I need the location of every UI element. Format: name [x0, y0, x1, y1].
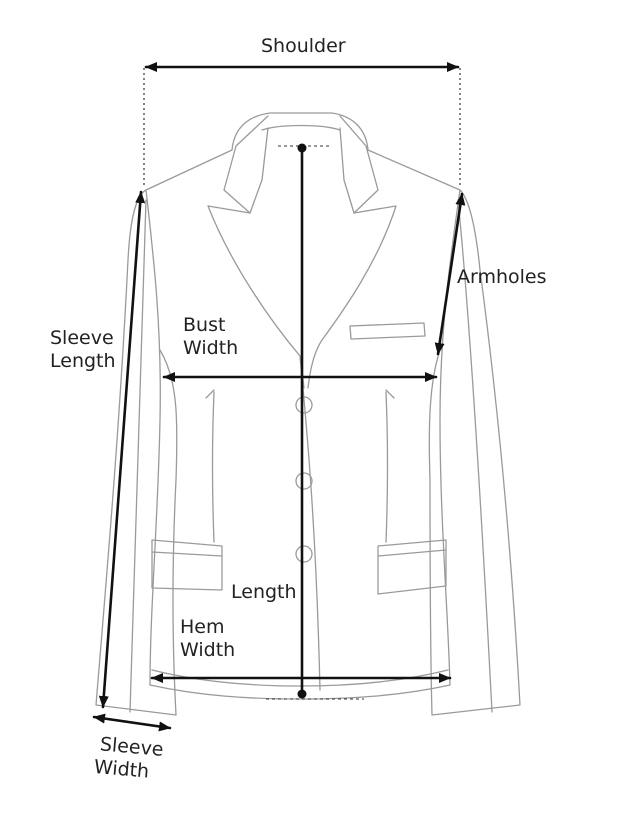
jacket-outline [95, 112, 521, 716]
collar-inner [261, 124, 341, 131]
shoulder-label: Shoulder [261, 35, 346, 57]
left-lapel-gorge [249, 127, 269, 214]
sleeve-width-label: Sleeve Width [93, 733, 165, 783]
collar-stand [231, 112, 369, 151]
left-lapel [207, 205, 305, 389]
button-3 [295, 545, 313, 563]
jacket-body-right [299, 149, 461, 700]
armholes-arrow [434, 192, 466, 356]
chest-pocket [349, 322, 426, 340]
sleeve-width-arrow [92, 713, 172, 732]
armholes-label: Armholes [457, 266, 547, 288]
length-label: Length [231, 581, 297, 603]
left-sleeve-inner [129, 199, 147, 713]
right-lapel [307, 205, 397, 389]
sleeve-length-label: Sleeve Length [50, 327, 116, 372]
left-flap-pocket [151, 539, 223, 591]
right-dart [385, 389, 395, 543]
right-lapel-gorge [339, 127, 355, 214]
hem-width-label: Hem Width [180, 616, 236, 661]
bust-width-label: Bust Width [183, 314, 239, 359]
button-2 [295, 472, 313, 490]
right-collar [339, 115, 379, 214]
jacket-body-left [145, 149, 301, 700]
right-sleeve [428, 189, 521, 716]
measurement-arrows [92, 62, 466, 732]
left-collar [223, 115, 269, 214]
button-1 [295, 396, 313, 414]
length-bottom-dot [297, 689, 307, 699]
sleeve-length-arrow [98, 190, 146, 709]
right-flap-pocket [377, 539, 447, 595]
length-top-dot [297, 143, 307, 153]
left-dart [205, 389, 215, 543]
